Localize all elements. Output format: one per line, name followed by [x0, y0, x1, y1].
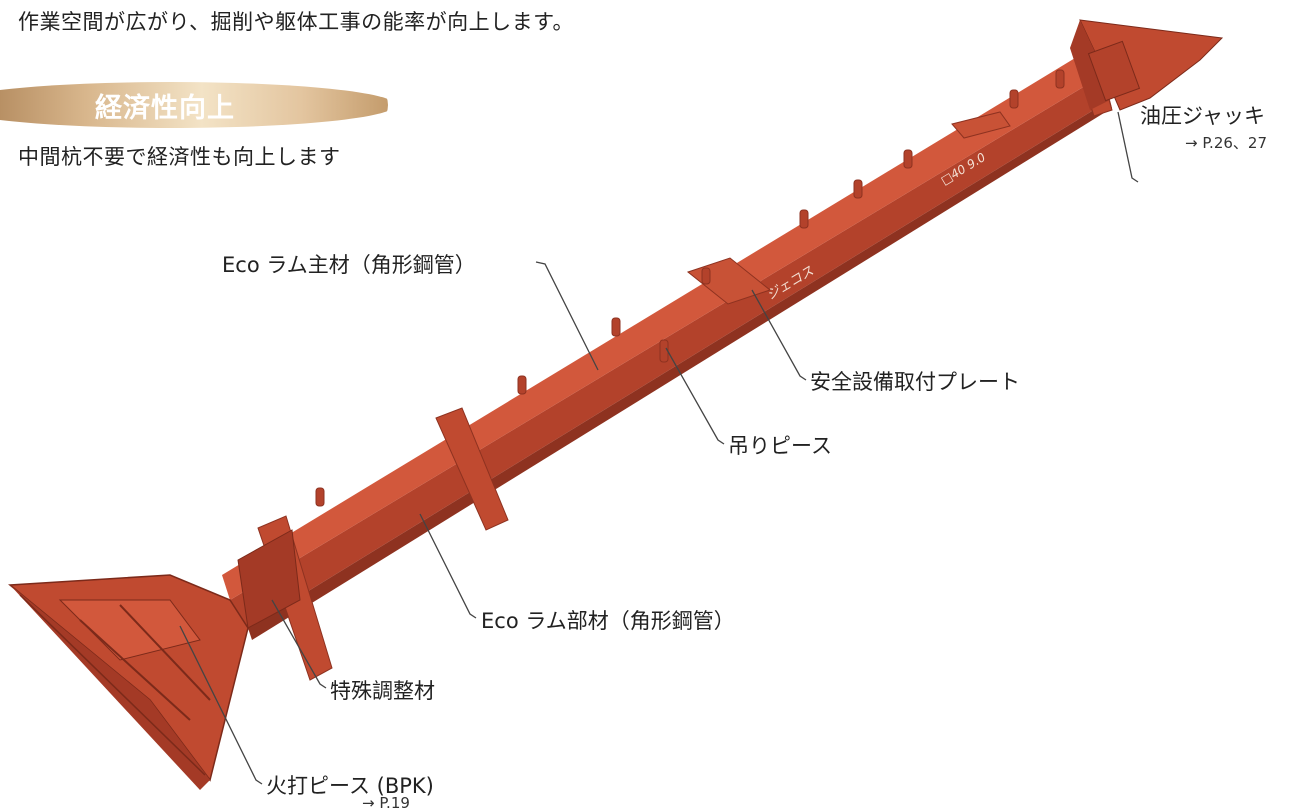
lifting-lugs [315, 69, 1065, 507]
callout-bracket-piece: 火打ピース (BPK) [266, 774, 434, 798]
special-adjuster-body [237, 529, 301, 629]
callout-special-adjuster: 特殊調整材 [330, 679, 435, 703]
callout-hydraulic-jack: 油圧ジャッキ [1140, 104, 1265, 128]
leader-lines [179, 111, 1139, 785]
bracket-piece-left [8, 574, 249, 790]
bracket-piece-right [1070, 19, 1224, 111]
callout-safety-plate: 安全設備取付プレート [810, 370, 1020, 394]
callout-hydraulic-jack-ref: → P.26、27 [1185, 134, 1267, 152]
hydraulic-jack-body [1087, 40, 1141, 102]
callout-sub-member: Eco ラム部材（角形鋼管） [481, 609, 735, 633]
callout-lifting-piece: 吊りピース [728, 434, 832, 458]
callout-main-member: Eco ラム主材（角形鋼管） [222, 253, 476, 277]
section-title: 経済性向上 [95, 93, 235, 124]
flange-plate-2 [435, 407, 509, 531]
beam-underside [248, 100, 1112, 640]
beam-top-face [222, 52, 1095, 600]
intro-text: 作業空間が広がり、掘削や躯体工事の能率が向上します。 [18, 10, 575, 34]
section-badge [0, 82, 388, 128]
safety-plate-2 [951, 111, 1011, 139]
section-description: 中間杭不要で経済性も向上します [18, 145, 341, 169]
callout-bracket-piece-ref: → P.19 [362, 794, 410, 812]
